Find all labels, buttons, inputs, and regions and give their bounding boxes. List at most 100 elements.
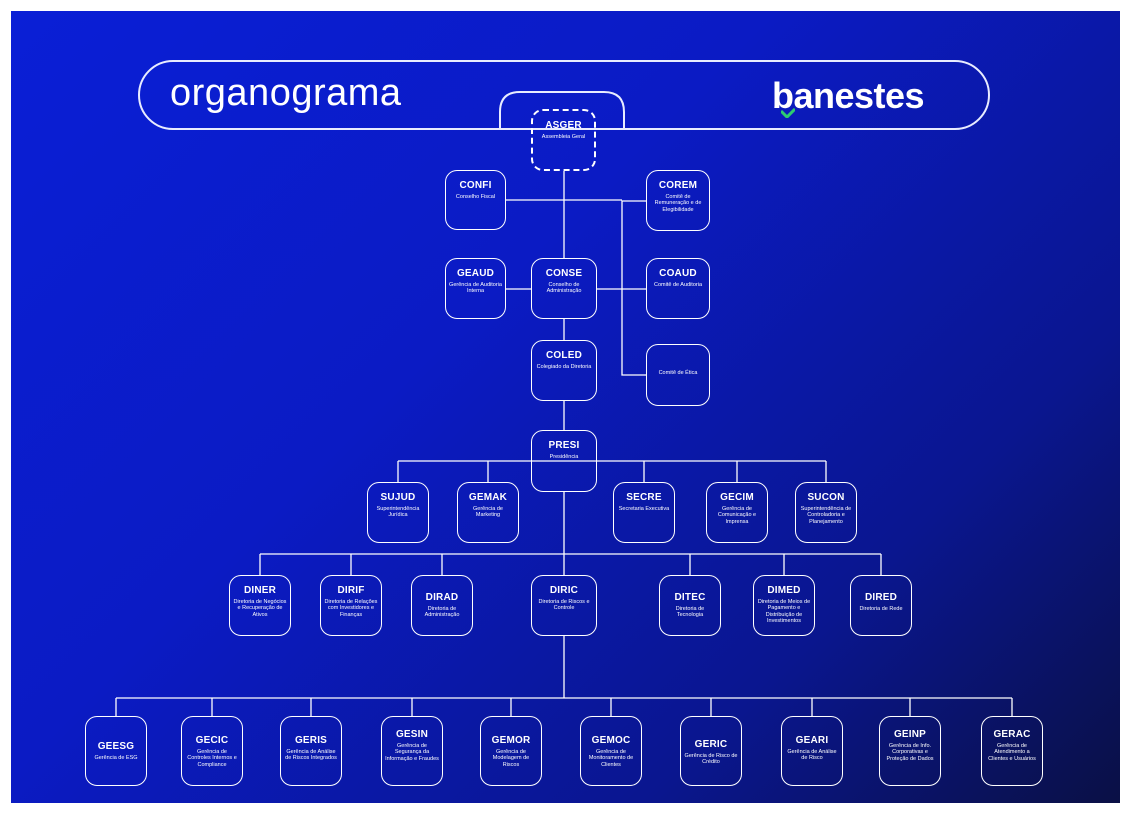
unit-name: Diretoria de Riscos e Controle — [538, 599, 590, 612]
unit-code: GESIN — [395, 729, 429, 740]
unit-name: Gerência de Comunicação e Imprensa — [717, 506, 757, 525]
banestes-logo: banestes — [772, 75, 972, 119]
logo-wordmark: banestes — [772, 75, 925, 116]
org-unit-corem[interactable]: COREM Comitê de Remuneração e de Elegibi… — [646, 170, 710, 231]
unit-name: Diretoria de Meios de Pagamento e Distri… — [757, 599, 811, 625]
unit-name: Gerência de Controles Internos e Complia… — [187, 749, 237, 768]
unit-code: GEMOC — [591, 735, 631, 746]
unit-name: Gerência de Auditoria Interna — [449, 282, 502, 295]
unit-name: Comitê de Ética — [658, 370, 698, 376]
logo-check-icon — [781, 108, 795, 118]
org-unit-confi[interactable]: CONFI Conselho Fiscal — [445, 170, 506, 230]
unit-code: GECIM — [720, 492, 754, 503]
unit-code: GEMAK — [468, 492, 508, 503]
unit-name: Comitê de Remuneração e de Elegibilidade — [654, 194, 702, 213]
unit-code: ASGER — [545, 120, 582, 131]
org-unit-conse[interactable]: CONSE Conselho de Administração — [531, 258, 597, 319]
org-unit-coled[interactable]: COLED Colegiado da Diretoria — [531, 340, 597, 401]
unit-code: GECIC — [195, 735, 229, 746]
unit-name: Colegiado da Diretoria — [536, 364, 592, 370]
unit-name: Gerência de ESG — [94, 755, 138, 761]
unit-code: PRESI — [548, 440, 580, 451]
org-unit-dirad[interactable]: DIRAD Diretoria de Administração — [411, 575, 473, 636]
unit-name: Gerência de Análise de Risco — [787, 749, 837, 762]
unit-code: COAUD — [659, 268, 697, 279]
org-unit-comite-etica[interactable]: Comitê de Ética — [646, 344, 710, 406]
unit-name: Conselho de Administração — [546, 282, 582, 295]
unit-code: GERAC — [993, 729, 1031, 740]
unit-code: COREM — [658, 180, 698, 191]
org-unit-gesin[interactable]: GESIN Gerência de Segurança da Informaçã… — [381, 716, 443, 786]
unit-code: GEARI — [795, 735, 829, 746]
unit-code: DIRAD — [425, 592, 459, 603]
unit-code: GEINP — [893, 729, 927, 740]
org-unit-gecic[interactable]: GECIC Gerência de Controles Internos e C… — [181, 716, 243, 786]
org-unit-geinp[interactable]: GEINP Gerência de Info. Corporativas e P… — [879, 716, 941, 786]
org-unit-dired[interactable]: DIRED Diretoria de Rede — [850, 575, 912, 636]
org-unit-geesg[interactable]: GEESG Gerência de ESG — [85, 716, 147, 786]
org-unit-coaud[interactable]: COAUD Comitê de Auditoria — [646, 258, 710, 319]
background-panel — [11, 11, 1120, 803]
unit-code: DINER — [243, 585, 277, 596]
unit-name: Diretoria de Rede — [859, 606, 903, 612]
unit-name: Conselho Fiscal — [455, 194, 496, 200]
unit-code: GEESG — [97, 741, 135, 752]
unit-name: Gerência de Segurança da Informação e Fr… — [385, 743, 439, 762]
unit-name: Gerência de Atendimento a Clientes e Usu… — [988, 743, 1036, 762]
unit-code: DIMED — [767, 585, 801, 596]
org-unit-sucon[interactable]: SUCON Superintendência de Controladoria … — [795, 482, 857, 543]
unit-code: GERIC — [694, 739, 728, 750]
org-unit-dirif[interactable]: DIRIF Diretoria de Relações com Investid… — [320, 575, 382, 636]
unit-code: COLED — [546, 350, 582, 361]
unit-code: GERIS — [294, 735, 328, 746]
unit-code: SUCON — [807, 492, 845, 503]
unit-name: Gerência de Análise de Riscos Integrados — [285, 749, 337, 762]
unit-name: Superintendência de Controladoria e Plan… — [800, 506, 852, 525]
org-unit-asger[interactable]: ASGER Assembleia Geral — [531, 109, 596, 171]
unit-name: Comitê de Auditoria — [654, 282, 702, 288]
unit-code: DIRIC — [549, 585, 579, 596]
org-unit-gemoc[interactable]: GEMOC Gerência de Monitoramento de Clien… — [580, 716, 642, 786]
org-unit-geaud[interactable]: GEAUD Gerência de Auditoria Interna — [445, 258, 506, 319]
header-pill — [138, 60, 990, 130]
unit-code: DIRED — [864, 592, 898, 603]
org-unit-gemak[interactable]: GEMAK Gerência de Marketing — [457, 482, 519, 543]
org-unit-secre[interactable]: SECRE Secretaria Executiva — [613, 482, 675, 543]
unit-name: Gerência de Info. Corporativas e Proteçã… — [886, 743, 934, 762]
unit-code: CONFI — [459, 180, 492, 191]
unit-name: Diretoria de Relações com Investidores e… — [324, 599, 378, 618]
unit-name: Diretoria de Administração — [424, 606, 460, 619]
org-unit-presi[interactable]: PRESI Presidência — [531, 430, 597, 492]
unit-name: Diretoria de Tecnologia — [675, 606, 705, 619]
org-unit-ditec[interactable]: DITEC Diretoria de Tecnologia — [659, 575, 721, 636]
unit-name: Assembleia Geral — [541, 134, 586, 140]
org-unit-diner[interactable]: DINER Diretoria de Negócios e Recuperaçã… — [229, 575, 291, 636]
unit-name: Gerência de Marketing — [473, 506, 503, 519]
org-unit-dimed[interactable]: DIMED Diretoria de Meios de Pagamento e … — [753, 575, 815, 636]
unit-name: Gerência de Risco de Crédito — [684, 753, 738, 766]
page-title: organograma — [170, 72, 402, 114]
unit-code: SECRE — [626, 492, 662, 503]
unit-name: Presidência — [549, 454, 579, 460]
unit-name: Gerência de Monitoramento de Clientes — [588, 749, 634, 768]
unit-code: SUJUD — [380, 492, 416, 503]
unit-name: Gerência de Modelagem de Riscos — [492, 749, 530, 768]
unit-code: GEAUD — [456, 268, 495, 279]
org-unit-diric[interactable]: DIRIC Diretoria de Riscos e Controle — [531, 575, 597, 636]
org-unit-geris[interactable]: GERIS Gerência de Análise de Riscos Inte… — [280, 716, 342, 786]
unit-name: Secretaria Executiva — [618, 506, 670, 512]
unit-code: DIRIF — [337, 585, 365, 596]
unit-code: DITEC — [674, 592, 706, 603]
org-unit-sujud[interactable]: SUJUD Superintendência Jurídica — [367, 482, 429, 543]
unit-code: CONSE — [545, 268, 583, 279]
unit-code: GEMOR — [491, 735, 531, 746]
org-unit-gecim[interactable]: GECIM Gerência de Comunicação e Imprensa — [706, 482, 768, 543]
org-unit-gemor[interactable]: GEMOR Gerência de Modelagem de Riscos — [480, 716, 542, 786]
org-unit-gerac[interactable]: GERAC Gerência de Atendimento a Clientes… — [981, 716, 1043, 786]
org-unit-geari[interactable]: GEARI Gerência de Análise de Risco — [781, 716, 843, 786]
unit-name: Superintendência Jurídica — [376, 506, 420, 519]
unit-name: Diretoria de Negócios e Recuperação de A… — [233, 599, 287, 618]
org-unit-geric[interactable]: GERIC Gerência de Risco de Crédito — [680, 716, 742, 786]
